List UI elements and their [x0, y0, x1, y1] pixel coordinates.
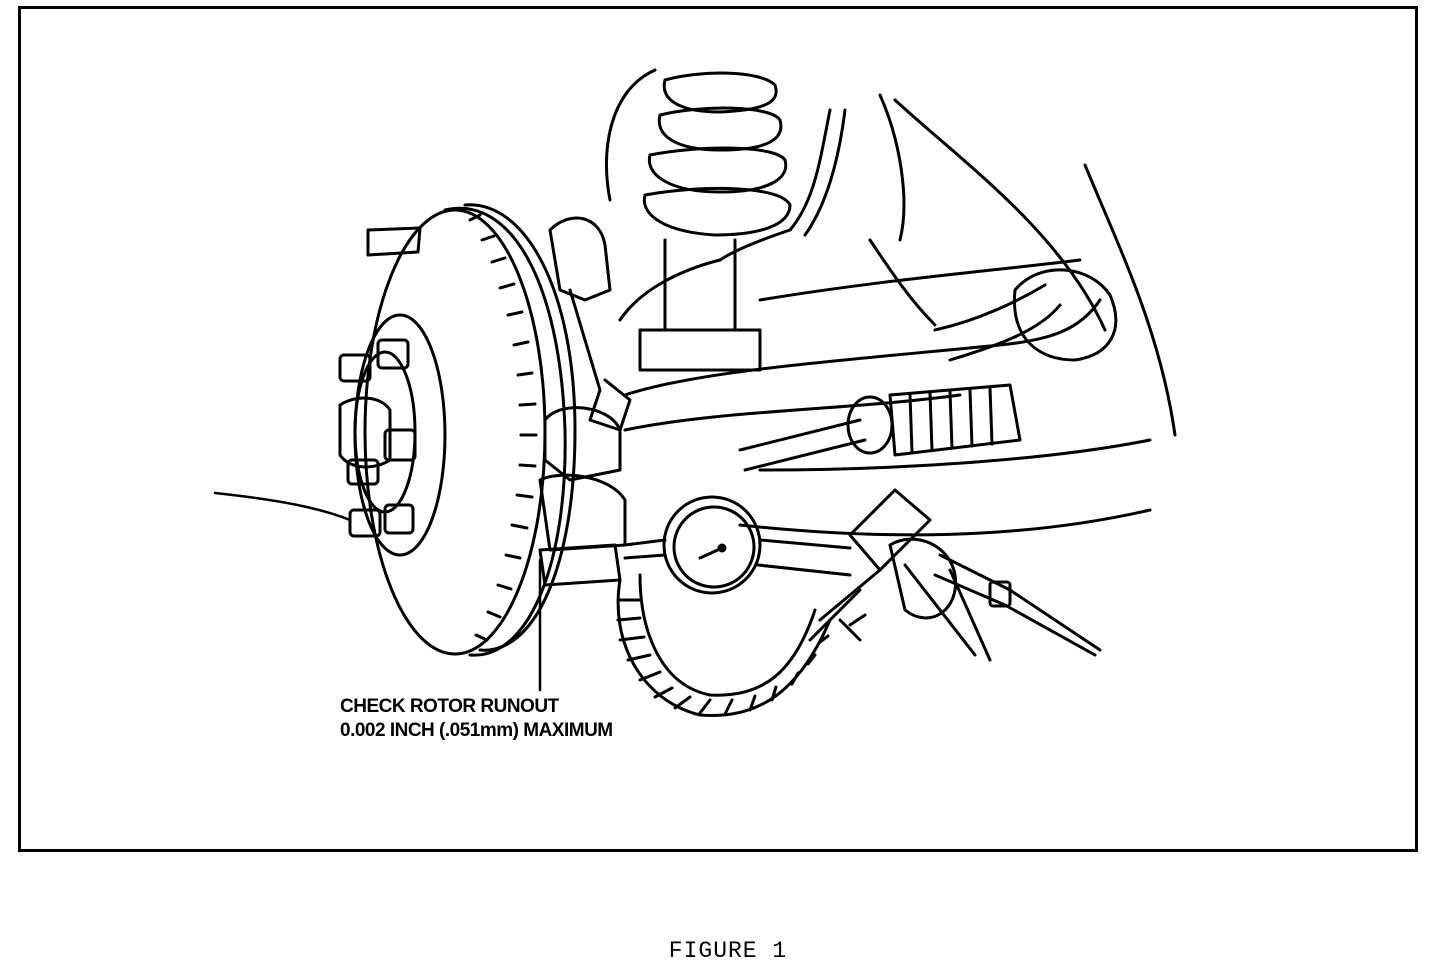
steering-knuckle — [540, 218, 630, 585]
coil-spring — [640, 73, 790, 370]
leader-lines — [215, 493, 540, 690]
wheel-hub — [340, 315, 445, 555]
callout-line-1: CHECK ROTOR RUNOUT — [340, 696, 559, 717]
callout-line-2: 0.002 INCH (.051mm) MAXIMUM — [340, 720, 613, 741]
runout-callout: CHECK ROTOR RUNOUT 0.002 INCH (.051mm) M… — [340, 695, 613, 743]
dial-indicator — [625, 497, 760, 593]
brake-line — [620, 95, 935, 325]
tie-rod — [740, 270, 1116, 470]
control-arm — [625, 260, 1150, 535]
brake-rotor — [365, 205, 575, 655]
flexible-arm — [618, 575, 830, 716]
figure-frame — [18, 6, 1418, 852]
magnetic-base — [758, 490, 1100, 660]
figure-caption: FIGURE 1 — [668, 938, 788, 964]
body-outline — [606, 70, 1175, 435]
rotor-leader-line — [215, 493, 350, 520]
